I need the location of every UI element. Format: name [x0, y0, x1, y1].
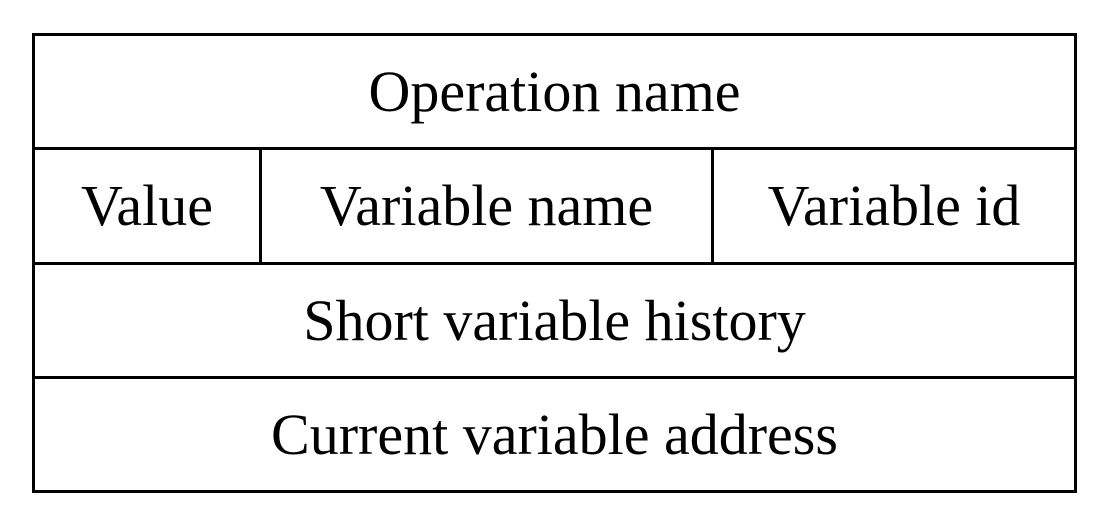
- operation-name-label: Operation name: [368, 58, 741, 124]
- short-history-label: Short variable history: [303, 287, 806, 353]
- variable-name-cell: Variable name: [262, 150, 714, 262]
- value-cell: Value: [35, 150, 262, 262]
- current-address-label: Current variable address: [271, 401, 838, 467]
- value-label: Value: [80, 173, 214, 238]
- operation-name-row: Operation name: [35, 36, 1074, 150]
- record-table: Operation name Value Variable name Varia…: [32, 33, 1077, 493]
- variable-id-cell: Variable id: [714, 150, 1074, 262]
- fields-row: Value Variable name Variable id: [35, 150, 1074, 265]
- current-address-row: Current variable address: [35, 379, 1074, 490]
- short-history-row: Short variable history: [35, 265, 1074, 379]
- variable-name-label: Variable name: [319, 173, 654, 238]
- variable-id-label: Variable id: [767, 173, 1021, 238]
